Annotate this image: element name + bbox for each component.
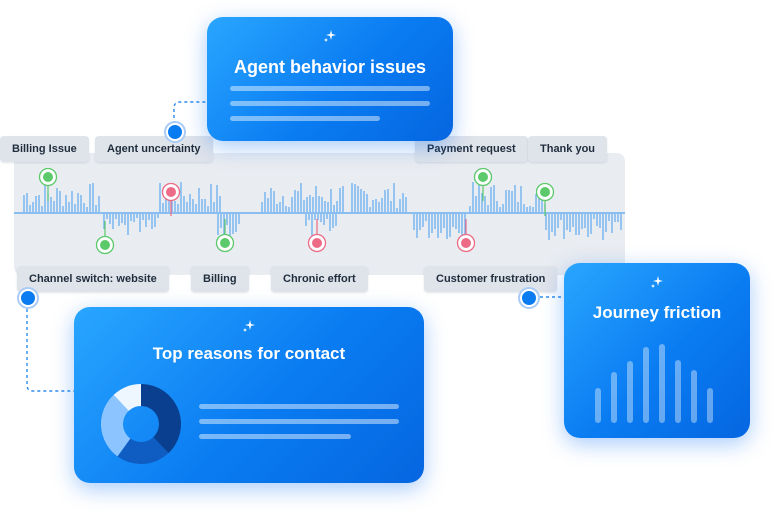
positive-marker bbox=[95, 221, 115, 255]
donut-slice bbox=[101, 394, 131, 457]
placeholder-line bbox=[199, 404, 399, 409]
sparkle-icon bbox=[243, 320, 255, 332]
connector-reasons bbox=[26, 297, 76, 392]
tag-channel-switch: Channel switch: website bbox=[17, 266, 169, 292]
donut-slice bbox=[117, 437, 169, 464]
top-reasons-card: Top reasons for contact bbox=[74, 307, 424, 483]
connector-agent bbox=[173, 101, 207, 130]
journey-friction-title: Journey friction bbox=[592, 303, 722, 322]
positive-marker bbox=[215, 219, 235, 253]
placeholder-line bbox=[230, 86, 430, 91]
tag-billing-issue: Billing Issue bbox=[0, 136, 89, 162]
positive-marker bbox=[473, 167, 493, 201]
placeholder-line bbox=[230, 101, 430, 106]
placeholder-line bbox=[199, 419, 399, 424]
journey-bar bbox=[659, 344, 665, 423]
connector-dot-journey bbox=[520, 289, 538, 307]
donut-slice bbox=[113, 384, 141, 411]
journey-bar bbox=[675, 360, 681, 423]
tag-chronic-effort: Chronic effort bbox=[271, 266, 368, 292]
journey-friction-card: Journey friction bbox=[564, 263, 750, 438]
negative-marker bbox=[307, 219, 327, 253]
journey-bar bbox=[611, 372, 617, 423]
tag-billing: Billing bbox=[191, 266, 249, 292]
journey-bar bbox=[643, 347, 649, 423]
tag-customer-frustration: Customer frustration bbox=[424, 266, 558, 292]
negative-marker bbox=[456, 219, 476, 253]
connector-dot-reasons bbox=[19, 289, 37, 307]
top-reasons-title: Top reasons for contact bbox=[152, 344, 346, 363]
journey-bars bbox=[564, 263, 750, 438]
agent-behavior-title: Agent behavior issues bbox=[233, 57, 427, 77]
agent-behavior-card: Agent behavior issues bbox=[207, 17, 453, 141]
sparkle-icon bbox=[324, 30, 336, 42]
sparkle-icon bbox=[651, 276, 663, 288]
tag-agent-uncertainty: Agent uncertainty bbox=[95, 136, 213, 162]
tag-thank-you: Thank you bbox=[528, 136, 608, 162]
journey-bar bbox=[707, 388, 713, 423]
negative-marker bbox=[161, 182, 181, 216]
journey-bar bbox=[691, 370, 697, 423]
journey-bar bbox=[627, 361, 633, 423]
connector-dot-agent bbox=[166, 123, 184, 141]
placeholder-line bbox=[230, 116, 380, 121]
donut-slice bbox=[141, 384, 181, 454]
positive-marker bbox=[535, 182, 555, 216]
positive-marker bbox=[38, 167, 58, 201]
placeholder-line bbox=[199, 434, 351, 439]
journey-bar bbox=[595, 388, 601, 423]
donut-chart bbox=[101, 384, 181, 464]
